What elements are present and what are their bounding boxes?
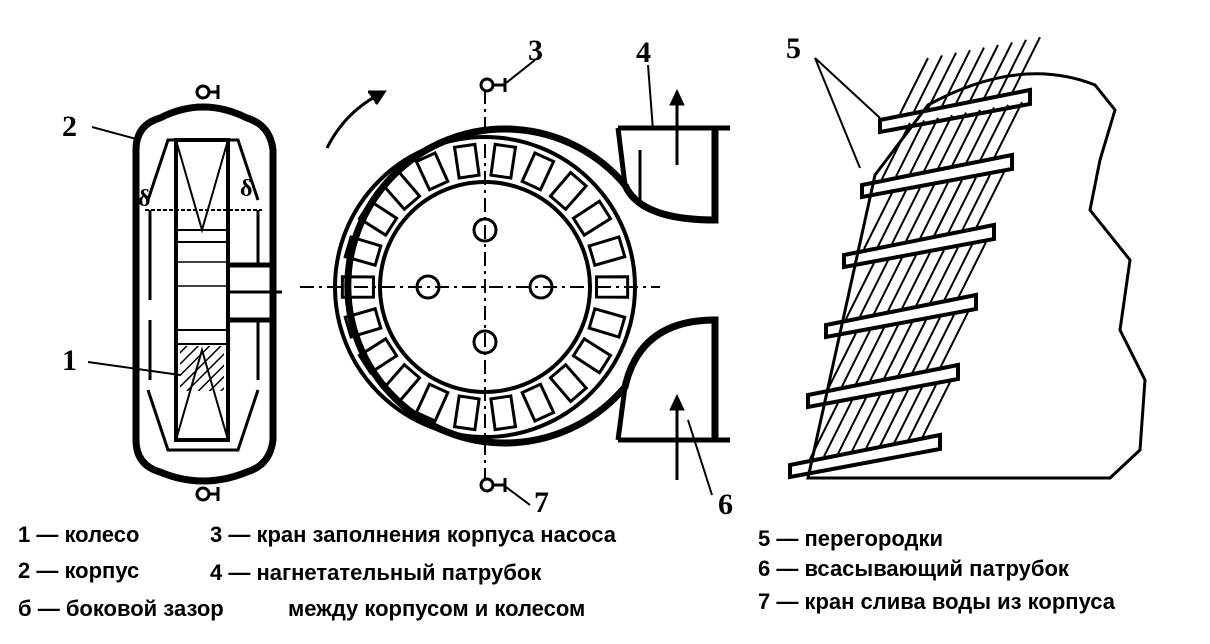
partition-plate bbox=[842, 222, 996, 270]
partitions-detail bbox=[788, 36, 1147, 480]
impeller-blade bbox=[520, 150, 556, 192]
callout-5: 5 bbox=[786, 32, 801, 65]
callout-6: 6 bbox=[718, 488, 733, 521]
partition-plate bbox=[860, 152, 1014, 200]
impeller-blade bbox=[595, 275, 630, 299]
callout-7: 7 bbox=[534, 486, 549, 519]
impeller-blade bbox=[548, 362, 589, 404]
callout-4: 4 bbox=[636, 36, 651, 69]
impeller-blade bbox=[571, 336, 613, 375]
pump-housing bbox=[132, 103, 277, 485]
partition-shading bbox=[845, 241, 987, 320]
gap-label-right: δ bbox=[240, 176, 252, 202]
legend-item-b1: б — боковой зазор bbox=[18, 596, 224, 621]
bottom-valve-left bbox=[195, 486, 211, 502]
wheel-rim-surface bbox=[806, 72, 1147, 480]
bolt-hole-right bbox=[528, 274, 554, 300]
impeller-blade bbox=[343, 306, 383, 339]
impeller-blade bbox=[340, 275, 375, 299]
legend-item-1: 1 — колесо bbox=[18, 522, 140, 547]
impeller-blade bbox=[381, 362, 422, 404]
partition-plate bbox=[788, 432, 942, 480]
impeller-blade bbox=[452, 394, 481, 432]
fill-valve bbox=[479, 77, 495, 93]
partition-plate bbox=[878, 87, 1032, 135]
impeller-blade bbox=[357, 199, 399, 238]
impeller-blade bbox=[489, 142, 518, 180]
legend-item-6: 6 — всасывающий патрубок bbox=[758, 556, 1069, 581]
impeller-blade bbox=[452, 142, 481, 180]
impeller-blade bbox=[414, 382, 450, 424]
impeller-blade bbox=[587, 306, 627, 339]
impeller-blade bbox=[414, 150, 450, 192]
impeller-blade bbox=[548, 170, 589, 212]
legend-item-3: 3 — кран заполнения корпуса насоса bbox=[210, 522, 616, 547]
legend-item-b2: между корпусом и колесом bbox=[288, 596, 586, 621]
rotation-arrow bbox=[325, 92, 381, 149]
bolt-hole-bottom bbox=[472, 329, 498, 355]
partition-shading bbox=[863, 171, 1005, 250]
impeller-blade bbox=[587, 235, 627, 268]
impeller-blade bbox=[343, 235, 383, 268]
partition-shading bbox=[809, 381, 951, 460]
legend-item-7: 7 — кран слива воды из корпуса bbox=[758, 589, 1115, 614]
partition-plate bbox=[806, 362, 960, 410]
gap-label-left: δ bbox=[138, 186, 150, 212]
impeller-blade bbox=[489, 394, 518, 432]
impeller-blade bbox=[520, 382, 556, 424]
partition-shading bbox=[899, 36, 1041, 115]
side-section-view bbox=[87, 84, 282, 502]
legend-item-4: 4 — нагнетательный патрубок bbox=[210, 560, 542, 585]
impeller-blade bbox=[357, 336, 399, 375]
legend-item-5: 5 — перегородки bbox=[758, 526, 944, 551]
callout-3: 3 bbox=[528, 34, 543, 67]
partition-shading bbox=[827, 311, 969, 390]
impeller-blade bbox=[381, 170, 422, 212]
bolt-hole-left bbox=[415, 274, 441, 300]
impeller-blade bbox=[571, 199, 613, 238]
legend-item-2: 2 — корпус bbox=[18, 558, 140, 583]
partition-plate bbox=[824, 292, 978, 340]
front-view bbox=[300, 59, 730, 506]
impeller-wheel bbox=[174, 138, 230, 442]
bolt-hole-top bbox=[472, 217, 498, 243]
callout-2: 2 bbox=[62, 110, 77, 143]
callout-1: 1 bbox=[62, 344, 77, 377]
drain-valve bbox=[479, 477, 495, 493]
top-valve-left bbox=[195, 84, 211, 100]
partition-shading bbox=[881, 101, 1023, 180]
